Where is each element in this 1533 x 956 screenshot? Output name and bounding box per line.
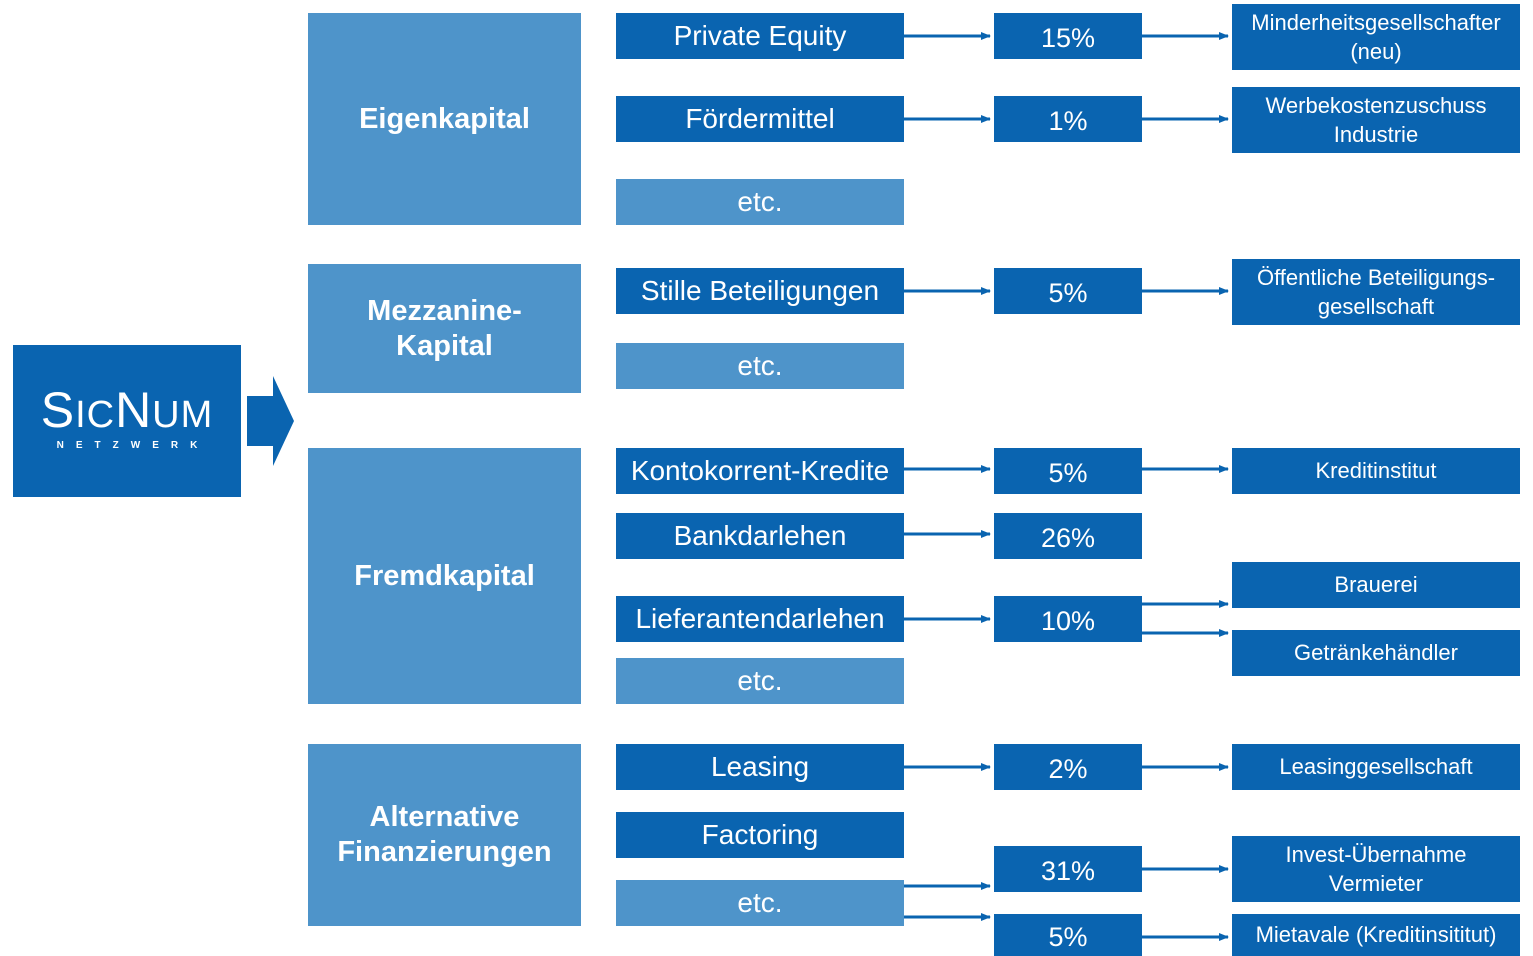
- share-private-equity: 15%: [994, 13, 1142, 59]
- logo-subtitle: NETZWERK: [56, 440, 210, 451]
- instrument-leasing: Leasing: [616, 744, 904, 790]
- category-fremdkapital: Fremdkapital: [308, 448, 581, 704]
- instrument-stille-beteiligungen: Stille Beteiligungen: [616, 268, 904, 314]
- provider-werbekostenzuschuss: Werbekostenzuschuss Industrie: [1232, 87, 1520, 153]
- category-mezzanine-kapital: Mezzanine- Kapital: [308, 264, 581, 393]
- provider-minderheitsgesellschafter: Minderheitsgesellschafter (neu): [1232, 4, 1520, 70]
- instrument-foerdermittel: Fördermittel: [616, 96, 904, 142]
- provider-brauerei: Brauerei: [1232, 562, 1520, 608]
- share-stille-beteiligungen: 5%: [994, 268, 1142, 314]
- share-kontokorrent-kredite: 5%: [994, 448, 1142, 494]
- instrument-etc: etc.: [616, 179, 904, 225]
- provider-getraenkehaendler: Getränkehändler: [1232, 630, 1520, 676]
- provider-oeffentliche-beteiligungsgesellschaft: Öffentliche Beteiligungs- gesellschaft: [1232, 259, 1520, 325]
- share-mietavale: 5%: [994, 914, 1142, 956]
- instrument-factoring: Factoring: [616, 812, 904, 858]
- instrument-bankdarlehen: Bankdarlehen: [616, 513, 904, 559]
- instrument-lieferantendarlehen: Lieferantendarlehen: [616, 596, 904, 642]
- category-eigenkapital: Eigenkapital: [308, 13, 581, 225]
- instrument-kontokorrent-kredite: Kontokorrent-Kredite: [616, 448, 904, 494]
- provider-kreditinstitut: Kreditinstitut: [1232, 448, 1520, 494]
- logo-arrow-icon: [247, 376, 294, 466]
- instrument-private-equity: Private Equity: [616, 13, 904, 59]
- share-foerdermittel: 1%: [994, 96, 1142, 142]
- share-lieferantendarlehen: 10%: [994, 596, 1142, 642]
- provider-invest-uebernahme-vermieter: Invest-Übernahme Vermieter: [1232, 836, 1520, 902]
- logo-wordmark: SICNUM: [40, 382, 214, 438]
- provider-leasinggesellschaft: Leasinggesellschaft: [1232, 744, 1520, 790]
- sicnum-logo: SICNUM NETZWERK: [13, 345, 241, 497]
- instrument-etc: etc.: [616, 880, 904, 926]
- provider-mietavale: Mietavale (Kreditinsititut): [1232, 914, 1520, 956]
- share-leasing: 2%: [994, 744, 1142, 790]
- category-alternative-finanzierungen: Alternative Finanzierungen: [308, 744, 581, 926]
- instrument-etc: etc.: [616, 343, 904, 389]
- share-bankdarlehen: 26%: [994, 513, 1142, 559]
- instrument-etc: etc.: [616, 658, 904, 704]
- share-invest-uebernahme: 31%: [994, 846, 1142, 892]
